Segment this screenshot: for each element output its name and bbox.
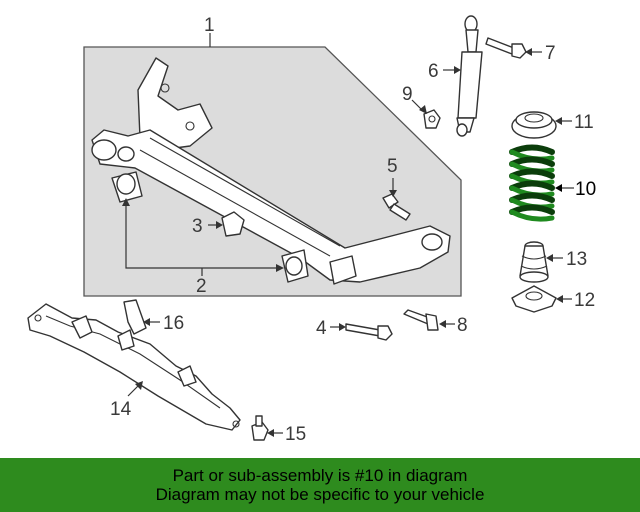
arrow-5 xyxy=(389,190,397,197)
rear-axle-beam xyxy=(91,57,451,285)
arrow-16 xyxy=(143,318,150,326)
callout-6: 6 xyxy=(428,61,439,82)
arrow-12 xyxy=(556,295,563,303)
callout-4: 4 xyxy=(316,318,327,339)
callout-7: 7 xyxy=(545,43,556,64)
callout-13: 13 xyxy=(566,249,587,270)
part-13-bump-stop xyxy=(519,241,549,283)
arrow-6 xyxy=(454,66,461,74)
part-8-bolt xyxy=(403,309,439,331)
footer-line-2: Diagram may not be specific to your vehi… xyxy=(155,485,485,504)
spring-coil-back xyxy=(509,156,555,167)
callout-12: 12 xyxy=(574,290,595,311)
spring-coil-back xyxy=(509,180,555,191)
leader-2 xyxy=(125,200,282,269)
footer-banner: Part or sub-assembly is #10 in diagram D… xyxy=(0,458,640,512)
callout-1: 1 xyxy=(204,15,215,36)
callout-5: 5 xyxy=(387,156,398,177)
callout-10: 10 xyxy=(575,179,596,200)
spring-coil-back xyxy=(509,204,555,215)
callout-2: 2 xyxy=(196,276,207,297)
callout-11: 11 xyxy=(574,112,594,133)
arrow-11 xyxy=(555,117,562,125)
parts-diagram: 1 2 3 5 xyxy=(27,15,596,445)
spring-coil-front xyxy=(509,209,555,222)
part-10-coil-spring xyxy=(509,144,555,222)
arrow-8 xyxy=(439,320,446,328)
part-3-bracket xyxy=(221,211,245,237)
arrow-15 xyxy=(267,429,274,437)
arrow-10 xyxy=(555,184,562,192)
part-9-nut xyxy=(423,109,441,129)
spring-coil-back xyxy=(509,168,555,179)
arrow-2a xyxy=(122,198,130,206)
footer-line-1: Part or sub-assembly is #10 in diagram xyxy=(172,466,468,485)
part-16-bracket xyxy=(123,299,147,335)
axle-bushing-rear xyxy=(281,249,309,283)
part-12-lower-spring-seat xyxy=(511,285,557,313)
callout-15: 15 xyxy=(285,424,306,445)
spring-coil-back xyxy=(509,192,555,203)
arrow-2b xyxy=(276,264,284,272)
callout-3: 3 xyxy=(192,216,203,237)
arrow-3 xyxy=(216,221,223,229)
part-5-bolt xyxy=(382,193,411,221)
arrow-9 xyxy=(419,105,427,114)
part-15-bolt xyxy=(251,415,269,441)
part-14-heat-shield xyxy=(27,303,241,431)
arrow-4 xyxy=(339,323,346,331)
axle-bushing-front xyxy=(111,171,143,203)
part-7-bolt xyxy=(485,37,527,59)
arrow-7 xyxy=(525,48,532,56)
part-11-upper-spring-seat xyxy=(511,111,557,139)
callout-9: 9 xyxy=(402,84,413,105)
callout-14: 14 xyxy=(110,399,132,420)
part-4-bolt xyxy=(345,323,393,341)
arrow-13 xyxy=(546,254,553,262)
callout-8: 8 xyxy=(457,315,468,336)
arrow-14 xyxy=(135,381,143,390)
spring-coil-back xyxy=(509,144,555,155)
part-6-shock-absorber xyxy=(456,15,483,137)
callout-16: 16 xyxy=(163,313,184,334)
